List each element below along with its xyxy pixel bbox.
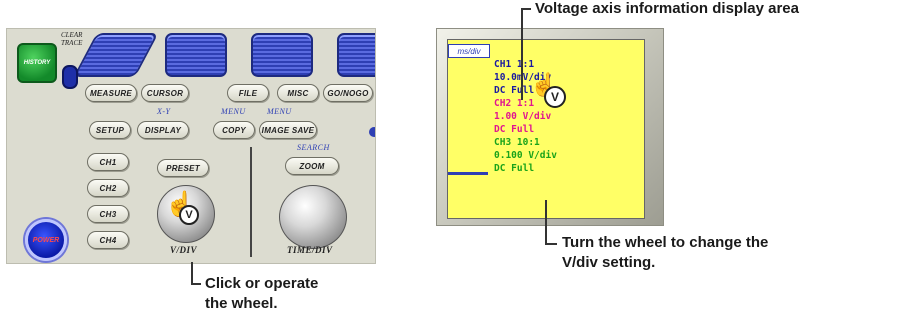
display-button[interactable]: DISPLAY [137, 121, 189, 139]
timediv-label: TIME/DIV [287, 245, 333, 255]
click-leader-v [191, 262, 193, 284]
panel-divider [250, 147, 252, 257]
power-label: POWER [32, 236, 60, 244]
voltage-axis-leader-h [521, 8, 531, 10]
ch3-ratio: CH3 10:1 [494, 137, 540, 148]
clear-trace-label: CLEAR TRACE [61, 31, 83, 47]
ch1-coupling: DC Full [494, 85, 535, 96]
image-save-button[interactable]: IMAGE SAVE [259, 121, 317, 139]
preset-button[interactable]: PRESET [157, 159, 209, 177]
soft-key-2[interactable] [165, 33, 227, 77]
go-nogo-button[interactable]: GO/NOGO [323, 84, 373, 102]
click-callout-line2: the wheel. [205, 295, 278, 312]
turn-wheel-leader-v [545, 200, 547, 244]
menu-note-2: MENU [267, 107, 292, 116]
clear-trace-button[interactable] [62, 65, 78, 89]
turn-wheel-callout-line2: V/div setting. [562, 254, 656, 271]
turn-wheel-leader-h [545, 243, 557, 245]
voltage-axis-callout: Voltage axis information display area [535, 0, 799, 17]
v-badge-icon: V [179, 205, 199, 225]
soft-key-4[interactable] [337, 33, 375, 77]
waveform-trace [448, 172, 488, 175]
ch1-button[interactable]: CH1 [87, 153, 129, 171]
ch3-button[interactable]: CH3 [87, 205, 129, 223]
indicator-dot [369, 127, 375, 137]
voltage-axis-info-area [448, 40, 644, 218]
ch4-button[interactable]: CH4 [87, 231, 129, 249]
zoom-button[interactable]: ZOOM [285, 157, 339, 175]
display-screen-frame: ms/div CH1 1:1 10.0mV/div DC Full CH2 1:… [436, 28, 664, 226]
setup-button[interactable]: SETUP [89, 121, 131, 139]
ch3-vdiv: 0.100 V/div [494, 150, 557, 161]
screen-v-badge-icon: V [544, 86, 566, 108]
timediv-knob[interactable] [279, 185, 347, 249]
history-label: HISTORY [23, 60, 51, 66]
ch2-button[interactable]: CH2 [87, 179, 129, 197]
cursor-button[interactable]: CURSOR [141, 84, 189, 102]
click-leader-h [191, 283, 201, 285]
display-screen: ms/div CH1 1:1 10.0mV/div DC Full CH2 1:… [447, 39, 645, 219]
search-note: SEARCH [297, 143, 330, 152]
click-callout-line1: Click or operate [205, 275, 319, 292]
ch2-coupling: DC Full [494, 124, 535, 135]
voltage-axis-leader-v [521, 8, 523, 100]
power-button[interactable]: POWER [25, 219, 67, 261]
copy-button[interactable]: COPY [213, 121, 255, 139]
instrument-front-panel: HISTORY CLEAR TRACE MEASURE CURSOR FILE … [6, 28, 376, 264]
soft-key-3[interactable] [251, 33, 313, 77]
timebase-scale-label: ms/div [448, 44, 490, 58]
ch2-vdiv: 1.00 V/div [494, 111, 552, 122]
xy-note: X-Y [157, 107, 171, 116]
ch3-coupling: DC Full [494, 163, 535, 174]
ch1-ratio: CH1 1:1 [494, 59, 535, 70]
menu-note-1: MENU [221, 107, 246, 116]
turn-wheel-callout-line1: Turn the wheel to change the [562, 234, 769, 251]
file-button[interactable]: FILE [227, 84, 269, 102]
history-button[interactable]: HISTORY [17, 43, 57, 83]
ch2-ratio: CH2 1:1 [494, 98, 535, 109]
misc-button[interactable]: MISC [277, 84, 319, 102]
vdiv-label: V/DIV [170, 245, 198, 255]
measure-button[interactable]: MEASURE [85, 84, 137, 102]
